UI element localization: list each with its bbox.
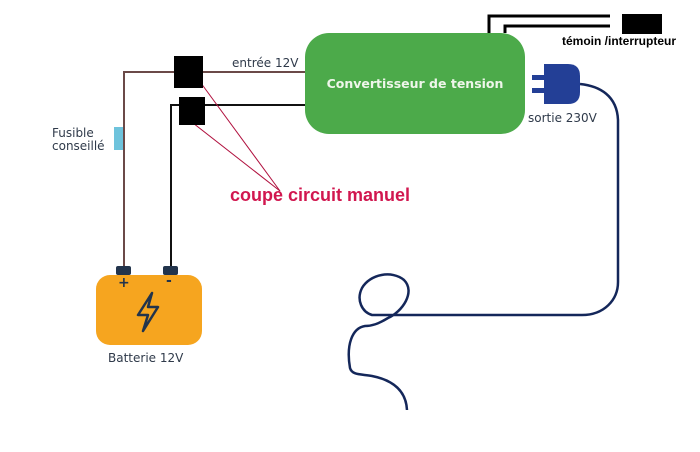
battery bbox=[96, 275, 202, 345]
pointer-line-2 bbox=[183, 115, 281, 192]
indicator-wire-2 bbox=[503, 24, 610, 33]
fuse bbox=[114, 127, 123, 150]
cutoff-switch-negative[interactable] bbox=[179, 97, 205, 125]
indicator-label: témoin /interrupteur bbox=[562, 34, 677, 48]
battery-label: Batterie 12V bbox=[108, 351, 184, 365]
converter-label: Convertisseur de tension bbox=[326, 76, 504, 91]
cutoff-switch-positive[interactable] bbox=[174, 56, 203, 88]
lightning-icon bbox=[136, 291, 160, 333]
output-label: sortie 230V bbox=[528, 111, 597, 125]
fuse-label-line2: conseillé bbox=[52, 139, 105, 153]
battery-terminal-positive bbox=[116, 266, 131, 275]
plus-symbol: + bbox=[118, 275, 130, 291]
cutoff-label: coupe circuit manuel bbox=[230, 185, 411, 205]
negative-wire bbox=[170, 104, 305, 268]
output-cable bbox=[347, 82, 620, 411]
plug-icon bbox=[532, 64, 580, 104]
indicator-wire-1 bbox=[487, 14, 610, 33]
input-label: entrée 12V bbox=[232, 56, 299, 70]
battery-terminal-negative bbox=[163, 266, 178, 275]
fuse-label-line1: Fusible bbox=[52, 126, 94, 140]
positive-wire bbox=[123, 71, 305, 268]
minus-symbol: - bbox=[166, 273, 172, 289]
voltage-converter: Convertisseur de tension bbox=[305, 33, 525, 134]
fuse-label: Fusible conseillé bbox=[52, 127, 105, 153]
indicator-switch[interactable] bbox=[622, 14, 662, 34]
pointer-line-1 bbox=[197, 78, 281, 192]
